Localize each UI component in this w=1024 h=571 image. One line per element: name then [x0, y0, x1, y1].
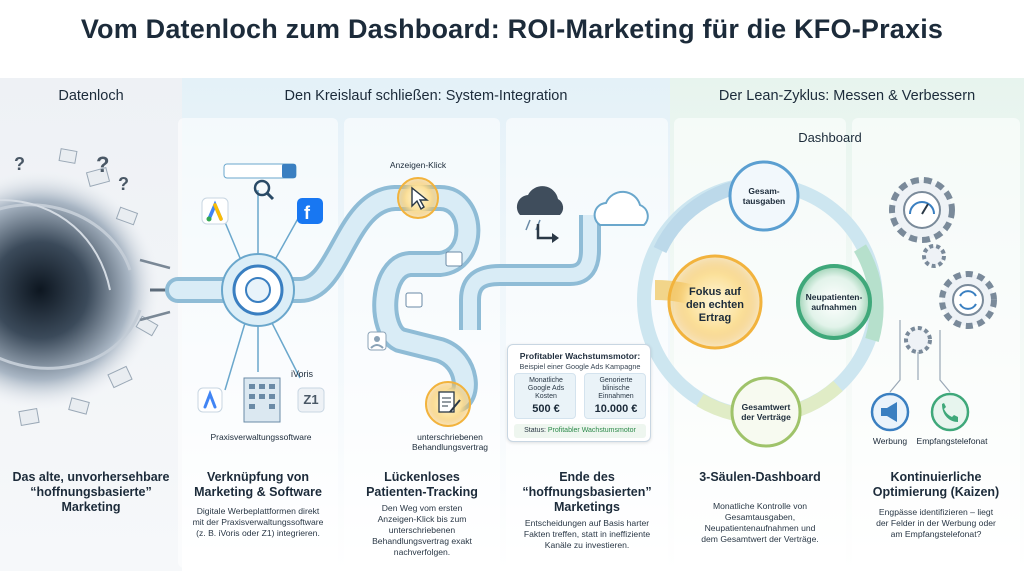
question-mark-icon: ? — [14, 154, 25, 174]
pillar-label-gesamtwert-2: der Verträge — [741, 412, 791, 422]
question-mark-icon: ? — [118, 174, 129, 194]
gear-icon — [939, 271, 997, 329]
search-icon — [253, 179, 271, 197]
pillar-gesamtausgaben — [728, 160, 800, 232]
pillar-label-neupatienten-1: Neupatienten- — [805, 292, 863, 302]
calendar-icon — [445, 251, 463, 267]
header-integration: Den Kreislauf schließen: System-Integrat… — [284, 88, 568, 104]
label-vertrag-1: unterschriebenen — [417, 432, 483, 442]
label-anzeigen-klick: Anzeigen-Klick — [389, 160, 447, 170]
roi-status: Status: Profitabler Wachstumsmotor — [514, 424, 646, 438]
data-vortex — [0, 148, 180, 427]
pillar-label-neupatienten-2: aufnahmen — [811, 302, 857, 312]
roi-cost-value: 500 € — [532, 403, 560, 415]
pillar-label-gesamtausgaben-1: Gesam- — [748, 186, 780, 196]
focus-circle — [667, 254, 763, 350]
focus-label-1: Fokus auf — [689, 286, 741, 298]
calendar-icon — [405, 292, 423, 308]
roi-panel: Profitabler Wachstumsmotor: Beispiel ein… — [507, 344, 651, 442]
roi-title: Profitabler Wachstumsmotor: — [519, 351, 641, 361]
label-z1: Z1 — [303, 392, 319, 407]
gear-icon — [904, 326, 932, 354]
pillar-gesamtwert — [730, 376, 802, 448]
phone-icon — [930, 392, 970, 432]
cursor-icon — [411, 186, 429, 211]
pillar-label-gesamtwert-1: Gesamtwert — [741, 402, 791, 412]
storm-cloud-icon — [516, 186, 564, 215]
roi-subtitle: Beispiel einer Google Ads Kampagne — [519, 362, 641, 371]
column-title-dashboard: 3-Säulen-Dashboard — [699, 470, 821, 484]
column-title-datenloch: Das alte, unvorhersehbare“hoffnungsbasie… — [12, 470, 170, 514]
label-werbung: Werbung — [872, 436, 908, 446]
focus-label-2: den echten — [685, 299, 745, 311]
pillar-neupatienten — [796, 264, 872, 340]
label-praxisverwaltung: Praxisverwaltungssoftware — [210, 432, 312, 442]
label-empfang: Empfangstelefonat — [916, 436, 988, 446]
question-mark-icon: ? — [96, 152, 109, 177]
header-datenloch: Datenloch — [58, 88, 124, 104]
pillar-label-gesamtausgaben-2: tausgaben — [742, 196, 786, 206]
gauge-icon — [909, 201, 935, 215]
roi-income-value: 10.000 € — [594, 403, 638, 415]
focus-label-3: Ertrag — [698, 312, 732, 324]
z1-logo-icon — [297, 387, 325, 413]
label-dashboard: Dashboard — [798, 130, 862, 145]
refresh-icon — [959, 290, 977, 310]
gear-icon — [889, 177, 955, 243]
column-title-ende: Ende des“hoffnungsbasierten”Marketings — [522, 470, 652, 514]
page-title: Vom Datenloch zum Dashboard: ROI-Marketi… — [80, 14, 944, 44]
header-lean: Der Lean-Zyklus: Messen & Verbessern — [718, 88, 976, 104]
gear-icon — [922, 244, 946, 268]
label-ivoris: iVoris — [290, 369, 313, 379]
facebook-icon — [297, 198, 323, 224]
svg-text:f: f — [304, 203, 311, 223]
cloud-icon — [593, 190, 649, 226]
label-vertrag-2: Behandlungsvertrag — [411, 442, 489, 452]
